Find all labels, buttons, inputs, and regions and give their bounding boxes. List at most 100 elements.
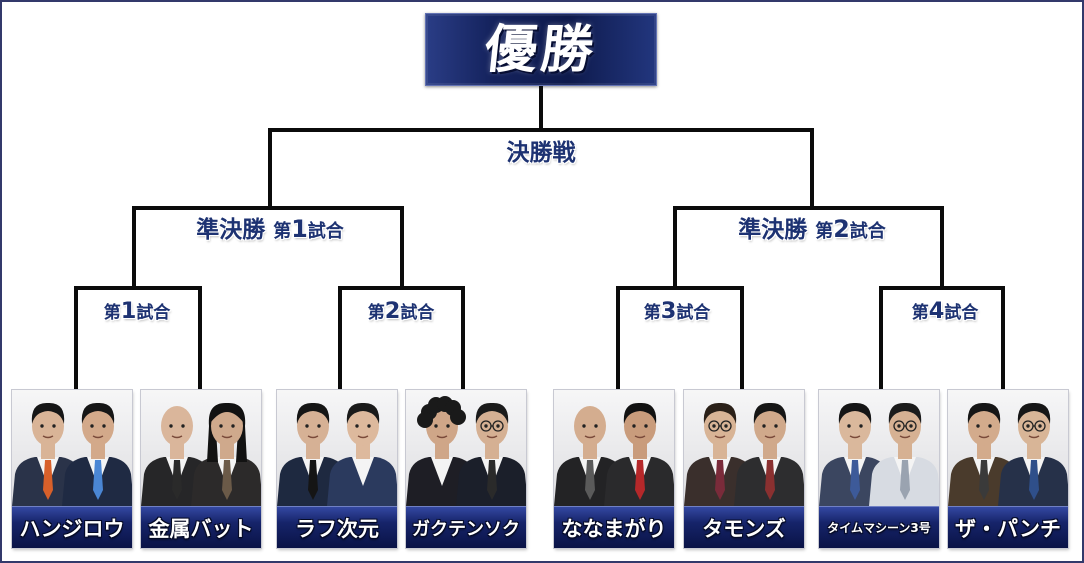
semifinal-match-label: 第1試合 <box>273 221 344 242</box>
team-name-banner: ラフ次元 <box>277 506 397 548</box>
team-photo <box>406 390 526 506</box>
round1-match-2-label: 第2試合 <box>331 299 471 325</box>
team-name-banner: タモンズ <box>684 506 804 548</box>
team-photo <box>948 390 1068 506</box>
comedian-duo-photo <box>819 390 939 506</box>
team-name: ラフ次元 <box>295 513 379 543</box>
comedian-duo-photo <box>684 390 804 506</box>
team-photo <box>554 390 674 506</box>
team-card: ガクテンソク <box>406 390 526 548</box>
eye <box>594 424 597 427</box>
semifinal-prefix: 準決勝 <box>196 217 265 243</box>
eye <box>169 424 172 427</box>
bracket-line <box>132 206 136 290</box>
team-card: ラフ次元 <box>277 390 397 548</box>
team-name: タイムマシーン3号 <box>827 519 931 536</box>
eye <box>90 424 93 427</box>
eye <box>632 424 635 427</box>
bracket-line <box>74 286 202 290</box>
comedian-duo-photo <box>948 390 1068 506</box>
curly-hair <box>417 412 433 428</box>
eye <box>582 424 585 427</box>
team-name: タモンズ <box>702 513 786 543</box>
round1-match-3-label: 第3試合 <box>607 299 747 325</box>
eye <box>909 424 912 427</box>
eye <box>219 424 222 427</box>
match-number: 3 <box>661 298 677 324</box>
face <box>574 406 606 446</box>
eye <box>434 424 437 427</box>
comedian-figure <box>456 403 526 506</box>
team-name: ガクテンソク <box>412 515 520 541</box>
team-card: ななまがり <box>554 390 674 548</box>
semifinal-1-label: 準決勝 第1試合 <box>155 216 385 243</box>
curly-hair <box>450 409 466 425</box>
match-number: 4 <box>929 298 945 324</box>
face <box>161 406 193 446</box>
eye <box>1038 424 1041 427</box>
comedian-duo-photo <box>554 390 674 506</box>
eye <box>774 424 777 427</box>
match-number: 2 <box>833 215 850 243</box>
eye <box>484 424 487 427</box>
bracket-line <box>539 86 543 132</box>
team-card: ザ・パンチ <box>948 390 1068 548</box>
match-number: 2 <box>385 298 401 324</box>
team-card: タモンズ <box>684 390 804 548</box>
team-photo <box>141 390 261 506</box>
round1-match-4-label: 第4試合 <box>875 299 1015 325</box>
team-photo <box>12 390 132 506</box>
comedian-figure <box>62 403 132 506</box>
round1-match-1-label: 第1試合 <box>67 299 207 325</box>
champion-title: 優勝 <box>482 24 599 76</box>
eye <box>1026 424 1029 427</box>
eye <box>712 424 715 427</box>
bracket-line <box>810 128 814 210</box>
champion-box: 優勝 <box>425 13 657 86</box>
eye <box>724 424 727 427</box>
eye <box>988 424 991 427</box>
team-photo <box>277 390 397 506</box>
eye <box>317 424 320 427</box>
eye <box>762 424 765 427</box>
team-name: ザ・パンチ <box>955 513 1061 543</box>
bracket-line <box>879 286 1005 290</box>
eye <box>305 424 308 427</box>
eye <box>859 424 862 427</box>
match-number: 1 <box>121 298 137 324</box>
team-name-banner: ガクテンソク <box>406 506 526 548</box>
team-photo <box>819 390 939 506</box>
comedian-duo-photo <box>406 390 526 506</box>
team-name-banner: ハンジロウ <box>12 506 132 548</box>
team-name: 金属バット <box>149 513 254 543</box>
team-card: 金属バット <box>141 390 261 548</box>
team-photo <box>684 390 804 506</box>
comedian-figure <box>327 403 397 506</box>
bracket-line <box>132 206 404 210</box>
eye <box>847 424 850 427</box>
comedian-duo-photo <box>277 390 397 506</box>
bracket-line <box>673 206 944 210</box>
bracket-line <box>338 286 465 290</box>
eye <box>231 424 234 427</box>
eye <box>102 424 105 427</box>
comedian-duo-photo <box>12 390 132 506</box>
eye <box>496 424 499 427</box>
comedian-duo-photo <box>141 390 261 506</box>
team-name-banner: ザ・パンチ <box>948 506 1068 548</box>
match-number: 1 <box>291 215 308 243</box>
final-label: 決勝戦 <box>441 140 641 166</box>
eye <box>181 424 184 427</box>
team-name: ハンジロウ <box>20 513 125 543</box>
comedian-figure <box>604 403 674 506</box>
semifinal-prefix: 準決勝 <box>738 217 807 243</box>
team-card: タイムマシーン3号 <box>819 390 939 548</box>
eye <box>897 424 900 427</box>
bracket-line <box>940 206 944 290</box>
comedian-figure <box>869 403 939 506</box>
team-name-banner: タイムマシーン3号 <box>819 506 939 548</box>
comedian-figure <box>734 403 804 506</box>
bracket-line <box>268 128 814 132</box>
team-name-banner: ななまがり <box>554 506 674 548</box>
eye <box>40 424 43 427</box>
